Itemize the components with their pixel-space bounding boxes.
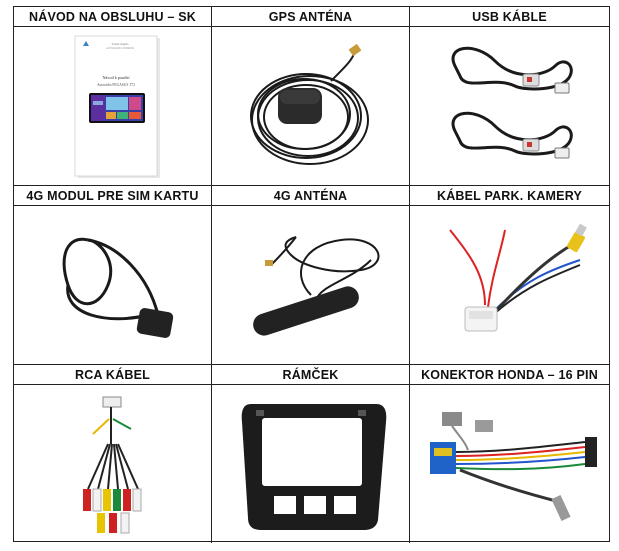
sim-module-icon [62,237,173,338]
header-manual: NÁVOD NA OBSLUHU – SK [14,7,212,27]
header-camera-cable: KÁBEL PARK. KAMERY [410,186,609,206]
manual-subtitle: Autorádio PEGASUS T72 [96,83,134,87]
rca-cable-icon [82,396,141,534]
header-label: KÁBEL PARK. KAMERY [436,188,583,203]
image-honda-connector [410,385,609,543]
header-label: KONEKTOR HONDA – 16 PIN [421,367,598,382]
image-gps-antenna [212,27,410,186]
image-4g-antenna [212,206,410,365]
manual-title: Návod k použití [102,75,130,80]
header-label: GPS ANTÉNA [268,9,353,24]
manual-header-line1: Sound Angels [111,42,129,46]
header-frame: RÁMČEK [212,365,410,385]
header-4g-antenna: 4G ANTÉNA [212,186,410,206]
image-sim-module [14,206,212,365]
image-frame [212,385,410,543]
accessories-table: NÁVOD NA OBSLUHU – SK GPS ANTÉNA USB KÁB… [13,6,610,543]
header-label: 4G MODUL PRE SIM KARTU [26,188,199,203]
4g-antenna-icon [252,236,379,336]
image-camera-cable [410,206,609,365]
frame-bezel-icon [241,403,386,530]
camera-cable-icon [448,223,587,332]
header-label: USB KÁBLE [472,9,547,24]
header-label: NÁVOD NA OBSLUHU – SK [29,9,196,24]
image-manual: Sound Angels AUTORÁDIO ANDROID Návod k p… [14,27,212,186]
manual-header-line2: AUTORÁDIO ANDROID [106,47,134,50]
header-label: RCA KÁBEL [75,367,150,382]
header-label: 4G ANTÉNA [273,188,348,203]
image-rca-cable [14,385,212,543]
header-label: RÁMČEK [282,367,339,382]
manual-booklet-icon: Sound Angels AUTORÁDIO ANDROID Návod k p… [74,35,160,178]
header-usb-cables: USB KÁBLE [410,7,609,27]
image-usb-cables [410,27,609,186]
header-sim-module: 4G MODUL PRE SIM KARTU [14,186,212,206]
header-honda-connector: KONEKTOR HONDA – 16 PIN [410,365,609,385]
header-gps-antenna: GPS ANTÉNA [212,7,410,27]
gps-antenna-icon [249,43,369,165]
header-rca-cable: RCA KÁBEL [14,365,212,385]
honda-connector-icon [429,411,597,521]
usb-cables-icon [451,46,573,159]
